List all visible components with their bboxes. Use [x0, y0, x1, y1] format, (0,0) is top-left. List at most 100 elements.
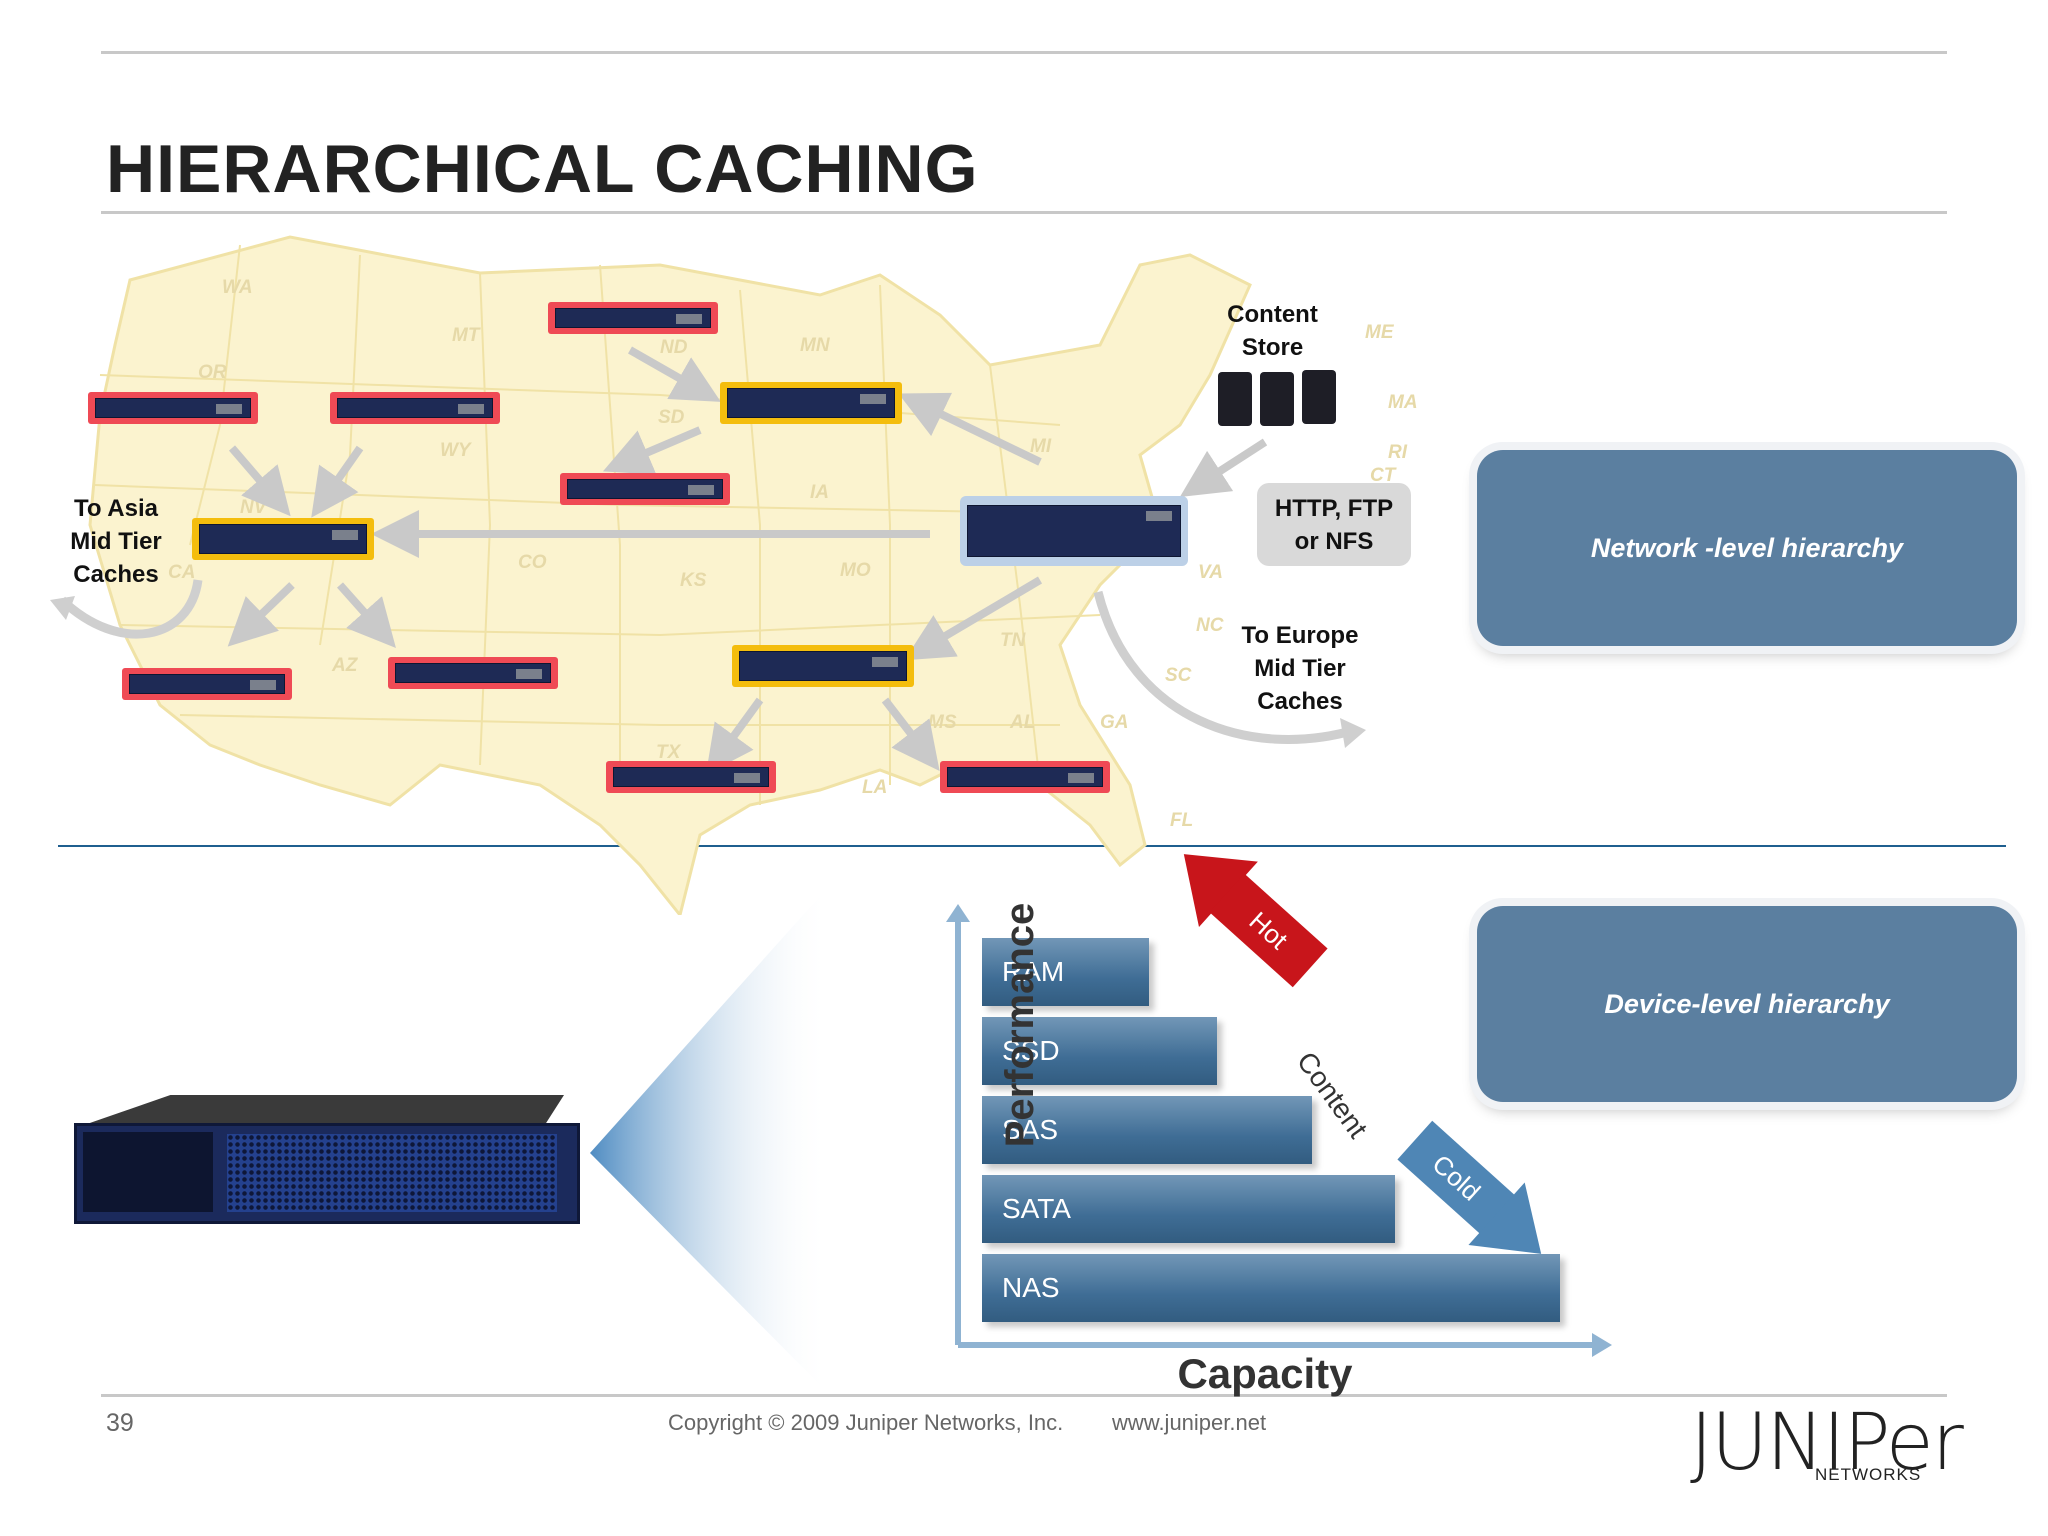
arrow-origin-to-north: [898, 392, 1042, 466]
state-label: GA: [1100, 712, 1129, 733]
state-label: IA: [810, 482, 829, 503]
arrow-w3: [227, 582, 295, 647]
protocol-badge: HTTP, FTP or NFS: [1257, 483, 1411, 566]
state-label: TX: [656, 742, 681, 763]
appliance-front: [74, 1123, 580, 1224]
mid-tier-server: [720, 382, 902, 424]
state-label: KS: [680, 570, 707, 591]
edge-cache-server: [88, 392, 258, 424]
arrow-w2: [311, 445, 364, 518]
protocol-line: HTTP, FTP: [1274, 495, 1394, 522]
x-axis-arrowhead: [1592, 1333, 1612, 1357]
storage-tower-icon: [1218, 372, 1252, 426]
top-rule: [101, 51, 1947, 54]
europe-curve-arrow: [1093, 590, 1357, 744]
edge-cache-server: [548, 302, 718, 334]
storage-tower-icon: [1302, 370, 1336, 424]
europe-line: Mid Tier: [1254, 655, 1346, 682]
state-label: WA: [222, 277, 253, 298]
appliance-panel: [83, 1132, 213, 1212]
tier-bar-sata: SATA: [982, 1175, 1395, 1243]
state-label: RI: [1388, 442, 1407, 463]
zoom-wedge: [590, 885, 830, 1395]
europe-line: Caches: [1257, 688, 1343, 715]
edge-cache-server: [606, 761, 776, 793]
state-label: SD: [658, 407, 685, 428]
copyright-text: Copyright © 2009 Juniper Networks, Inc.: [668, 1410, 1064, 1435]
state-label: MO: [840, 560, 871, 581]
y-axis-label: Performance: [998, 902, 1042, 1148]
arrow-s2: [881, 697, 940, 772]
edge-cache-server: [330, 392, 500, 424]
arrow-w4: [337, 582, 396, 648]
arrow-n2: [602, 426, 702, 475]
asia-line: Caches: [73, 561, 159, 588]
arrow-s1: [705, 697, 764, 775]
tier-bar-nas: NAS: [982, 1254, 1560, 1322]
state-label: AZ: [332, 655, 358, 676]
edge-cache-server: [940, 761, 1110, 793]
page-title: HIERARCHICAL CACHING: [106, 131, 979, 207]
storage-tower-icon: [1260, 372, 1294, 426]
network-hierarchy-label: Network -level hierarchy: [1590, 532, 1904, 563]
storage-axes: [946, 904, 1612, 1357]
tier-label: RAM: [1002, 956, 1065, 987]
tier-bar-sas: SAS: [982, 1096, 1312, 1164]
title-rule: [101, 211, 1947, 214]
tier-bar-ram: RAM: [982, 938, 1149, 1006]
arrow-store-to-origin: [1179, 438, 1268, 498]
state-label: MI: [1030, 436, 1052, 457]
state-label: SC: [1165, 665, 1192, 686]
network-hierarchy-box: Network -level hierarchy: [1477, 450, 2017, 646]
content-store-line: Store: [1241, 334, 1304, 361]
tier-bar-ssd: SSD: [982, 1017, 1217, 1085]
state-label: VA: [1198, 562, 1223, 583]
state-label: NC: [1196, 615, 1224, 636]
state-label: OR: [198, 362, 227, 383]
juniper-logo: JUNIPer: [1690, 1398, 1964, 1488]
tier-label: SATA: [1002, 1193, 1071, 1224]
page-number: 39: [106, 1409, 134, 1437]
mid-tier-server: [192, 518, 374, 560]
content-store-label: Content Store: [1195, 298, 1350, 364]
tier-label: SSD: [1002, 1035, 1060, 1066]
juniper-logo-sub: NETWORKS: [1815, 1465, 1922, 1484]
state-label: ND: [660, 337, 688, 358]
device-hierarchy-box: Device-level hierarchy: [1477, 906, 2017, 1102]
device-hierarchy-label: Device-level hierarchy: [1604, 988, 1890, 1019]
asia-line: Mid Tier: [70, 528, 162, 555]
website-link[interactable]: www.juniper.net: [1112, 1410, 1267, 1435]
state-label: CO: [518, 552, 547, 573]
y-axis-arrowhead: [946, 904, 970, 922]
europe-arrowhead: [1340, 718, 1366, 748]
footer-rule: [101, 1394, 1947, 1397]
mid-tier-server: [732, 645, 914, 687]
state-label: ME: [1365, 322, 1394, 343]
state-label: CT: [1370, 465, 1396, 486]
state-label: MT: [452, 325, 480, 346]
asia-arrowhead: [50, 596, 75, 620]
state-label: LA: [862, 777, 888, 798]
edge-cache-server: [560, 473, 730, 505]
state-label: MN: [800, 335, 830, 356]
europe-label: To Europe Mid Tier Caches: [1220, 619, 1380, 718]
state-label: AL: [1010, 712, 1036, 733]
section-divider: [58, 845, 2006, 847]
state-label: MA: [1388, 392, 1418, 413]
asia-curve-arrow: [58, 579, 203, 639]
protocol-line: or NFS: [1294, 528, 1374, 555]
edge-cache-server: [388, 657, 558, 689]
origin-server: [960, 496, 1188, 566]
state-label: CA: [168, 562, 196, 583]
state-label: TN: [1000, 630, 1026, 651]
appliance-top: [84, 1095, 564, 1125]
arrow-n1: [628, 346, 721, 402]
cache-appliance: [64, 1090, 589, 1230]
state-label: WY: [440, 440, 471, 461]
tier-label: SAS: [1002, 1114, 1059, 1145]
state-borders: [94, 244, 1161, 805]
content-store-line: Content: [1227, 301, 1318, 328]
asia-line: To Asia: [73, 495, 158, 522]
europe-line: To Europe: [1241, 622, 1359, 649]
tier-label: NAS: [1002, 1272, 1060, 1303]
